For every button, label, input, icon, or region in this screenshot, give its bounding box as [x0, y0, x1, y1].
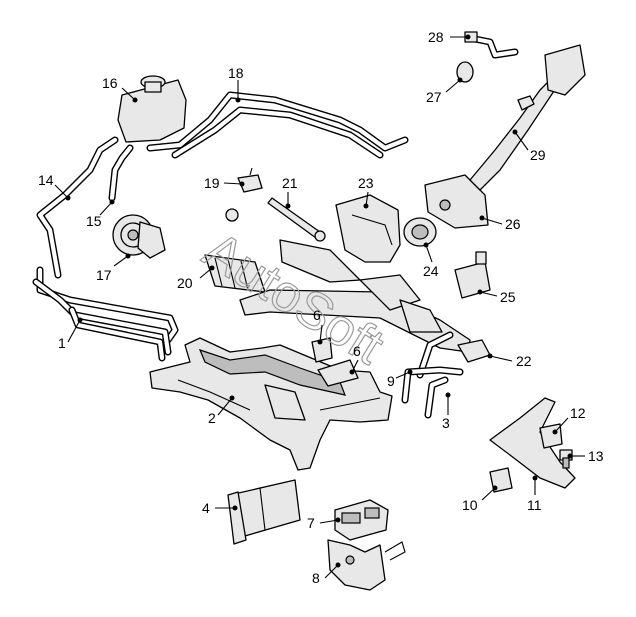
callout-28: 28	[428, 29, 444, 45]
callout-13: 13	[588, 448, 604, 464]
part-4-bracket	[227, 479, 301, 545]
callout-11: 11	[527, 497, 542, 513]
callout-24: 24	[423, 263, 439, 279]
callout-26: 26	[505, 216, 521, 232]
callout-14: 14	[38, 172, 54, 188]
part-7-control-unit	[334, 499, 389, 541]
callout-19: 19	[204, 175, 220, 191]
callout-27: 27	[426, 89, 442, 105]
part-24-seal	[403, 217, 437, 247]
part-29-steering-column	[469, 44, 586, 191]
callout-8: 8	[312, 570, 320, 586]
part-1-cooler-pipes	[32, 266, 179, 362]
callout-21: 21	[282, 175, 298, 191]
part-28-harness	[464, 31, 519, 59]
part-25-sensor	[454, 251, 491, 299]
part-15-hose	[108, 144, 134, 202]
part-27-bushing	[456, 61, 474, 83]
callout-22: 22	[516, 353, 532, 369]
callout-6a: 6	[313, 307, 321, 323]
callout-2: 2	[208, 410, 216, 426]
callout-3: 3	[442, 415, 450, 431]
callout-7: 7	[307, 515, 315, 531]
part-19-tie-rod-end	[237, 167, 263, 193]
part-26-column-mount	[424, 174, 489, 229]
part-3-link	[424, 376, 449, 419]
part-14-hose	[36, 136, 119, 279]
callout-4: 4	[202, 500, 210, 516]
part-6-bushing-a	[311, 337, 333, 363]
callout-1: 1	[58, 335, 66, 351]
callout-16: 16	[102, 75, 118, 91]
callout-18: 18	[228, 65, 244, 81]
callout-10: 10	[462, 497, 478, 513]
callout-15: 15	[86, 213, 102, 229]
callout-25: 25	[500, 289, 516, 305]
part-11-control-arm	[489, 397, 576, 489]
callout-6b: 6	[353, 343, 361, 359]
part-9-link	[401, 331, 464, 404]
part-20-boot	[204, 254, 266, 293]
part-6-bushing-b	[317, 359, 359, 387]
callout-20: 20	[177, 275, 193, 291]
part-23-housing	[335, 194, 401, 263]
callout-23: 23	[358, 175, 374, 191]
callout-17: 17	[96, 267, 112, 283]
callouts: 1 2 3 4 6 6 7 8 9 10 11 12 13 14 15 16 1	[38, 29, 604, 586]
part-21-inner-rod	[267, 197, 326, 242]
part-17-pump	[112, 214, 166, 259]
part-16-reservoir	[117, 75, 187, 143]
steering-rack	[225, 208, 484, 359]
callout-12: 12	[570, 405, 586, 421]
part-18-pipes	[146, 91, 409, 159]
part-8-mount-plate	[327, 539, 406, 591]
callout-9: 9	[387, 373, 395, 389]
callout-29: 29	[530, 147, 546, 163]
